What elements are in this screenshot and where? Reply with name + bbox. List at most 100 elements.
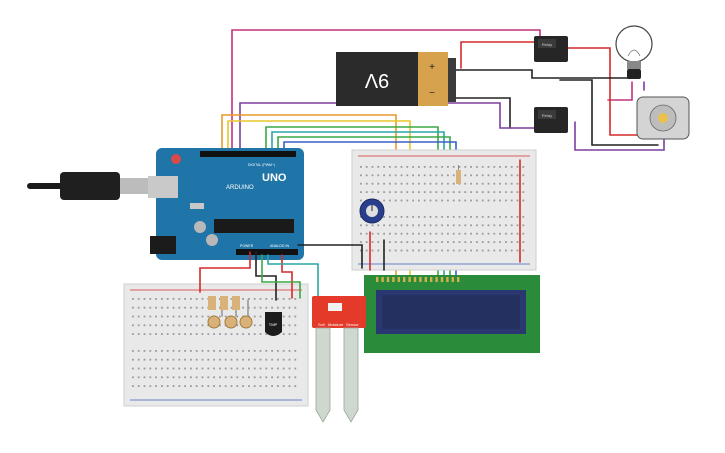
breadboard-hole [143, 298, 146, 300]
breadboard-hole [149, 358, 152, 361]
breadboard-hole [406, 224, 409, 227]
breadboard-hole [418, 216, 420, 218]
breadboard-hole [248, 358, 250, 361]
breadboard-hole [510, 166, 513, 168]
breadboard-hole [383, 166, 385, 168]
breadboard-hole [166, 306, 169, 309]
breadboard-hole [161, 324, 163, 327]
breadboard-hole [201, 385, 204, 387]
breadboard-hole [481, 232, 484, 235]
breadboard-hole [219, 367, 221, 370]
breadboard-hole [470, 199, 472, 202]
breadboard-hole [423, 199, 426, 202]
breadboard-hole [143, 324, 146, 327]
breadboard-hole [423, 216, 426, 218]
breadboard-hole [184, 358, 186, 361]
usb-port [148, 176, 178, 198]
breadboard-hole [195, 376, 198, 379]
breadboard-hole [137, 358, 140, 361]
breadboard-hole [248, 350, 250, 352]
wire-red-motor [609, 119, 651, 136]
breadboard-hole [516, 249, 519, 252]
breadboard-hole [137, 298, 140, 300]
breadboard-hole [406, 232, 409, 235]
lcd-pin [430, 277, 433, 282]
breadboard-hole [406, 174, 409, 177]
breadboard-hole [429, 241, 432, 243]
breadboard-hole [149, 298, 152, 300]
breadboard-hole [155, 358, 157, 361]
breadboard-hole [259, 298, 262, 300]
breadboard-hole [195, 367, 198, 370]
breadboard-hole [522, 216, 525, 218]
breadboard-hole [230, 367, 233, 370]
breadboard-hole [516, 199, 519, 202]
breadboard-hole [464, 191, 467, 193]
breadboard-hole [253, 358, 256, 361]
breadboard-hole [230, 376, 233, 379]
breadboard-hole [487, 241, 490, 243]
breadboard-hole [360, 224, 362, 227]
crystal [190, 203, 204, 209]
breadboard-hole [190, 367, 192, 370]
lcd-pin [413, 277, 417, 282]
breadboard-hole [178, 324, 181, 327]
battery-cap [418, 52, 448, 106]
breadboard-hole [452, 224, 455, 227]
breadboard-hole [377, 182, 380, 185]
breadboard-hole [155, 350, 157, 352]
breadboard-hole [522, 241, 525, 243]
breadboard-hole [365, 166, 368, 168]
potentiometer [359, 198, 385, 224]
breadboard-hole [429, 174, 432, 177]
breadboard-hole [394, 224, 397, 227]
breadboard-hole [406, 241, 409, 243]
breadboard-hole [137, 350, 140, 352]
breadboard-hole [166, 358, 169, 361]
breadboard-hole [294, 367, 297, 370]
breadboard-hole [195, 324, 198, 327]
breadboard-hole [487, 224, 490, 227]
breadboard-hole [242, 306, 244, 309]
breadboard-hole [248, 385, 250, 387]
breadboard-hole [389, 216, 391, 218]
breadboard-hole [476, 191, 478, 193]
breadboard-hole [365, 232, 368, 235]
breadboard-hole [435, 174, 438, 177]
breadboard-hole [429, 232, 432, 235]
breadboard-hole [412, 216, 414, 218]
breadboard-hole [155, 333, 157, 335]
breadboard-hole [423, 191, 426, 193]
breadboard-hole [184, 350, 186, 352]
breadboard-hole [394, 174, 397, 177]
breadboard-hole [435, 224, 438, 227]
breadboard-hole [282, 333, 285, 335]
breadboard-hole [224, 358, 227, 361]
breadboard-hole [429, 249, 432, 252]
breadboard-hole [195, 298, 198, 300]
breadboard-hole [429, 191, 432, 193]
wire-magenta-bulb-2 [607, 81, 633, 101]
breadboard-hole [458, 216, 461, 218]
breadboard-hole [435, 191, 438, 193]
breadboard-hole [219, 306, 221, 309]
sensor-probe-right [343, 327, 359, 423]
breadboard-hole [195, 350, 198, 352]
breadboard-hole [294, 385, 297, 387]
breadboard-hole [499, 182, 501, 185]
breadboard-hole [201, 298, 204, 300]
breadboard-hole [166, 315, 169, 318]
breadboard-hole [383, 224, 385, 227]
breadboard-hole [259, 358, 262, 361]
breadboard-hole [435, 216, 438, 218]
breadboard-hole [394, 232, 397, 235]
breadboard-hole [487, 166, 490, 168]
lcd-pin [397, 277, 400, 282]
breadboard-hole [429, 199, 432, 202]
breadboard-hole [282, 324, 285, 327]
breadboard-hole [132, 324, 134, 327]
breadboard-hole [493, 166, 496, 168]
breadboard-hole [236, 315, 239, 318]
breadboard-hole [277, 350, 279, 352]
breadboard-hole [294, 315, 297, 318]
